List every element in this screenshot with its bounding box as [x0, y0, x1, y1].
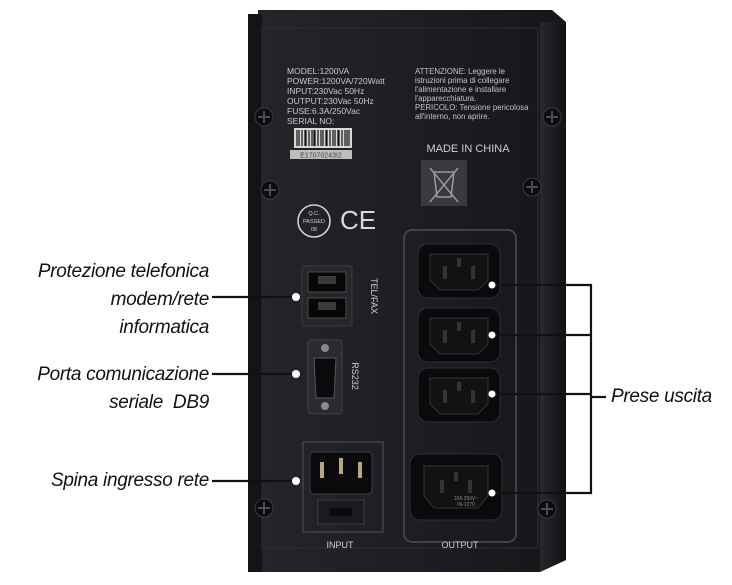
leader-prese — [492, 283, 593, 495]
spec-line: POWER:1200VA/720Watt — [287, 76, 385, 86]
output-socket — [417, 367, 501, 423]
output-panel — [403, 229, 517, 543]
warning-line: istruzioni prima di collegare — [415, 76, 509, 85]
serial-sticker — [290, 150, 352, 159]
input-label: INPUT — [327, 540, 355, 550]
input-inlet: INPUT — [302, 441, 384, 550]
spec-line: OUTPUT:230Vac 50Hz — [287, 96, 374, 106]
screw-icon — [254, 498, 274, 518]
panel-inset — [261, 27, 539, 549]
chassis-left-edge — [248, 14, 262, 572]
outlet-rating: 10A 250V~ — [454, 496, 479, 502]
chassis-side — [540, 22, 566, 572]
leader-dot — [488, 390, 496, 398]
outlet-rating: IN-1270 — [457, 502, 475, 508]
made-in-label: MADE IN CHINA — [426, 143, 510, 155]
leader-lines — [212, 283, 606, 495]
leader-dot — [292, 293, 300, 301]
output-socket — [417, 307, 501, 363]
leader-dots — [292, 281, 496, 497]
weee-bin-icon — [421, 160, 467, 206]
spec-line: INPUT:230Vac 50Hz — [287, 86, 364, 96]
qc-line: PASSED — [303, 219, 325, 225]
qc-line: 08 — [311, 227, 317, 233]
rs232-label: RS232 — [350, 362, 360, 390]
ce-mark: CE — [340, 205, 376, 235]
callout-line: Prese uscita — [611, 386, 712, 407]
serial-number: E17070243I2 — [300, 153, 342, 160]
callout-spina: Spina ingresso rete — [51, 467, 209, 495]
spec-line: MODEL:1200VA — [287, 66, 350, 76]
spec-line: FUSE:6.3A/250Vac — [287, 106, 361, 116]
warning-line: ATTENZIONE: Leggere le — [415, 67, 505, 76]
callout-line: Spina ingresso rete — [50, 470, 209, 491]
callout-line: seriale DB9 — [109, 392, 209, 413]
output-socket: 10A 250V~ IN-1270 — [409, 453, 503, 521]
leader-dot — [488, 281, 496, 289]
leader-dot — [488, 489, 496, 497]
output-socket — [417, 243, 501, 299]
leader-dot — [292, 370, 300, 378]
warning-label: ATTENZIONE: Leggere le istruzioni prima … — [415, 67, 529, 121]
tel-fax-label: TEL/FAX — [369, 278, 379, 314]
spec-line: SERIAL NO: — [287, 116, 334, 126]
callout-line: Porta comunicazione — [37, 364, 209, 385]
callout-line: informatica — [119, 317, 209, 338]
callout-prese: Prese uscita — [611, 383, 712, 411]
qc-line: Q.C. — [308, 211, 320, 217]
tel-fax-ports: TEL/FAX — [301, 265, 379, 327]
callout-seriale: Porta comunicazione seriale DB9 — [37, 361, 209, 417]
warning-line: all'interno, non aprire. — [415, 112, 490, 121]
callout-telefonica: Protezione telefonica modem/rete informa… — [38, 258, 209, 342]
db9-serial-port: RS232 — [307, 339, 360, 415]
callout-line: Protezione telefonica — [37, 261, 209, 282]
leader-dot — [292, 477, 300, 485]
warning-line: l'apparecchiatura. — [415, 94, 476, 103]
warning-line: l'alimentazione e installare — [415, 85, 506, 94]
screw-icon — [522, 177, 542, 197]
leader-dot — [488, 331, 496, 339]
screw-icon — [537, 499, 557, 519]
warning-line: PERICOLO: Tensione pericolosa — [415, 103, 529, 112]
callout-line: modem/rete — [110, 289, 210, 310]
screw-icon — [254, 107, 274, 127]
spec-label: MODEL:1200VA POWER:1200VA/720Watt INPUT:… — [287, 66, 385, 160]
screw-icon — [542, 107, 562, 127]
barcode — [294, 128, 352, 148]
qc-passed-seal: Q.C. PASSED 08 — [297, 204, 331, 238]
output-label: OUTPUT — [442, 540, 480, 550]
screw-icon — [260, 180, 280, 200]
